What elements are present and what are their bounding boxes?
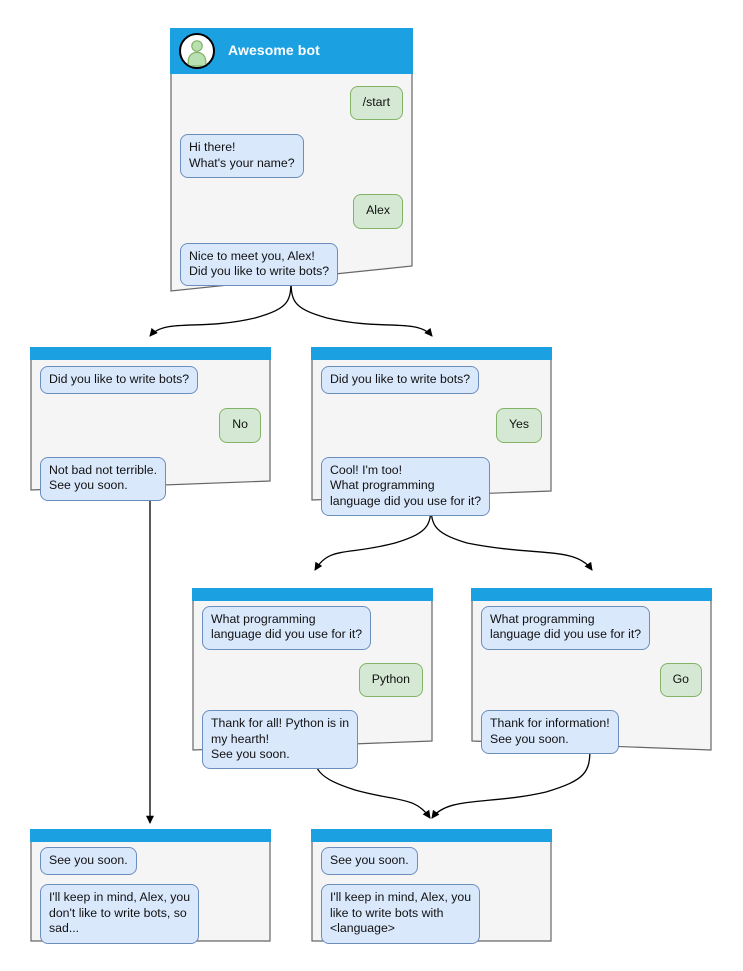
- user-message-bubble: Alex: [353, 194, 403, 229]
- bot-message-bubble: Did you like to write bots?: [321, 366, 480, 395]
- message-row: No: [30, 408, 271, 443]
- message-row: Alex: [170, 194, 413, 229]
- chat-header: Awesome bot: [170, 28, 413, 74]
- bot-message-bubble: What programming language did you use fo…: [481, 606, 651, 650]
- message-row: Go: [471, 662, 712, 698]
- chat-node-python-branch[interactable]: What programming language did you use fo…: [192, 588, 433, 770]
- message-row: /start: [170, 86, 413, 121]
- message-row: I'll keep in mind, Alex, you don't like …: [30, 884, 271, 944]
- message-list: Did you like to write bots? No Not bad n…: [30, 360, 271, 501]
- user-message-bubble: No: [219, 408, 261, 443]
- bot-message-bubble: See you soon.: [321, 847, 418, 876]
- chat-header: [311, 829, 552, 842]
- bot-message-bubble: I'll keep in mind, Alex, you don't like …: [40, 884, 200, 944]
- message-row: See you soon.: [311, 847, 552, 876]
- message-list: /start Hi there! What's your name? Alex …: [170, 74, 413, 287]
- user-message-bubble: Yes: [495, 408, 542, 443]
- chat-node-go-branch[interactable]: What programming language did you use fo…: [471, 588, 712, 755]
- bot-message-bubble: What programming language did you use fo…: [202, 606, 372, 650]
- message-row: Thank for information! See you soon.: [471, 710, 712, 755]
- bot-message-bubble: Thank for information! See you soon.: [481, 710, 619, 755]
- edge-go-to-end-happy: [431, 747, 591, 819]
- message-row: Python: [192, 662, 433, 698]
- bot-message-bubble: I'll keep in mind, Alex, you like to wri…: [321, 884, 481, 944]
- message-row: Did you like to write bots?: [30, 366, 271, 395]
- message-row: Thank for all! Python is in my hearth! S…: [192, 710, 433, 770]
- chat-header: [30, 347, 271, 360]
- person-avatar-icon: [179, 33, 215, 69]
- message-list: What programming language did you use fo…: [471, 601, 712, 755]
- message-row: See you soon.: [30, 847, 271, 876]
- message-list: See you soon. I'll keep in mind, Alex, y…: [311, 842, 552, 944]
- chat-node-yes-branch[interactable]: Did you like to write bots? Yes Cool! I'…: [311, 347, 552, 517]
- chat-header: [192, 588, 433, 601]
- message-row: I'll keep in mind, Alex, you like to wri…: [311, 884, 552, 944]
- user-message-bubble: Go: [659, 662, 702, 698]
- chat-node-no-branch[interactable]: Did you like to write bots? No Not bad n…: [30, 347, 271, 501]
- chat-title: Awesome bot: [228, 42, 320, 58]
- chat-node-root[interactable]: Awesome bot /start Hi there! What's your…: [170, 28, 413, 294]
- chat-header: [30, 829, 271, 842]
- message-row: What programming language did you use fo…: [192, 606, 433, 650]
- message-row: Not bad not terrible. See you soon.: [30, 456, 271, 501]
- chat-node-end-sad[interactable]: See you soon. I'll keep in mind, Alex, y…: [30, 829, 271, 944]
- message-row: Yes: [311, 408, 552, 443]
- chat-node-end-happy[interactable]: See you soon. I'll keep in mind, Alex, y…: [311, 829, 552, 944]
- message-list: See you soon. I'll keep in mind, Alex, y…: [30, 842, 271, 944]
- message-row: Cool! I'm too! What programming language…: [311, 456, 552, 517]
- message-list: Did you like to write bots? Yes Cool! I'…: [311, 360, 552, 517]
- bot-message-bubble: See you soon.: [40, 847, 137, 876]
- message-row: Did you like to write bots?: [311, 366, 552, 395]
- chat-header: [311, 347, 552, 360]
- bot-message-bubble: Hi there! What's your name?: [180, 134, 304, 179]
- chat-header: [471, 588, 712, 601]
- bot-message-bubble: Thank for all! Python is in my hearth! S…: [202, 710, 359, 770]
- user-message-bubble: /start: [349, 86, 403, 121]
- message-list: What programming language did you use fo…: [192, 601, 433, 770]
- bot-message-bubble: Cool! I'm too! What programming language…: [321, 456, 491, 517]
- bot-message-bubble: Did you like to write bots?: [40, 366, 199, 395]
- bot-message-bubble: Not bad not terrible. See you soon.: [40, 456, 167, 501]
- user-message-bubble: Python: [358, 662, 423, 698]
- bot-message-bubble: Nice to meet you, Alex! Did you like to …: [180, 242, 339, 287]
- message-row: Nice to meet you, Alex! Did you like to …: [170, 242, 413, 287]
- message-row: What programming language did you use fo…: [471, 606, 712, 650]
- message-row: Hi there! What's your name?: [170, 134, 413, 179]
